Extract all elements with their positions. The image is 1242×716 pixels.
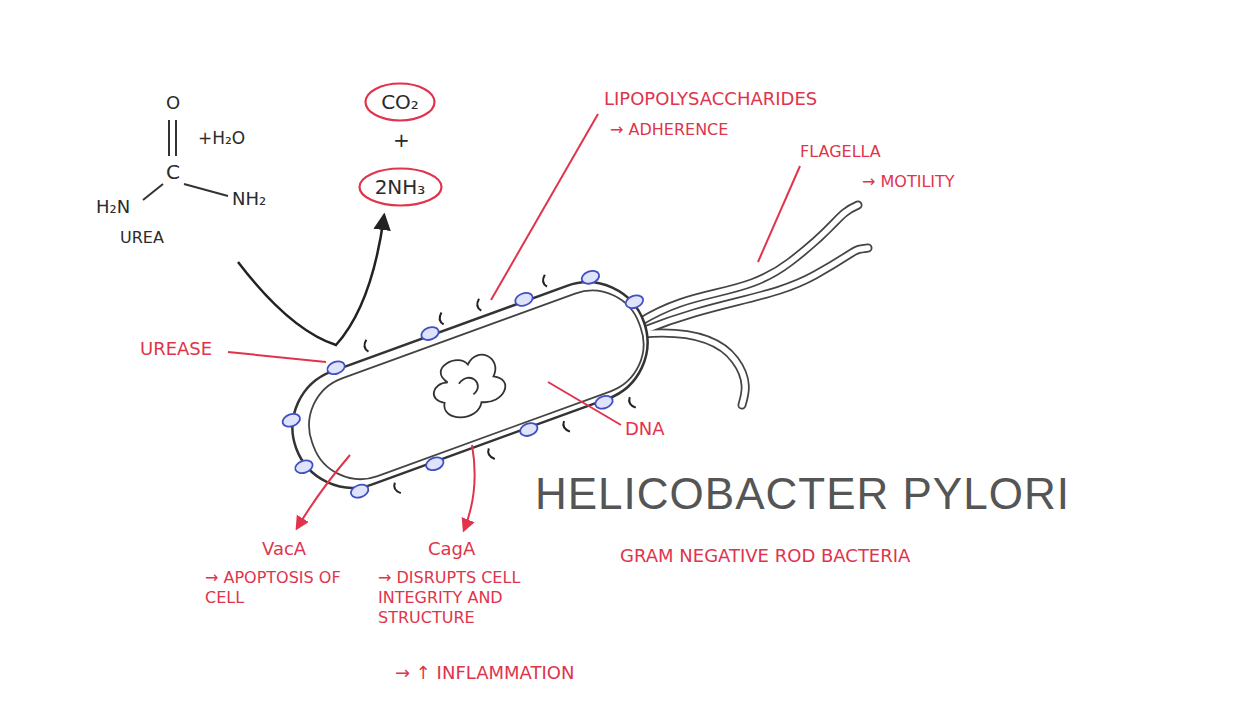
toxin-label: CagA bbox=[428, 538, 475, 561]
molecule-name: UREA bbox=[120, 228, 164, 248]
leader-line bbox=[758, 166, 800, 262]
subtitle-label: GRAM NEGATIVE ROD BACTERIA bbox=[620, 545, 910, 568]
flagella bbox=[640, 205, 868, 405]
part-label: DNA bbox=[625, 418, 665, 441]
pointer-arrow bbox=[464, 445, 475, 530]
cell-membrane bbox=[295, 276, 658, 493]
dna-coil bbox=[425, 347, 511, 425]
urease-enzyme bbox=[281, 412, 302, 429]
atom-symbol: C bbox=[166, 160, 180, 185]
lps-hook bbox=[562, 420, 570, 433]
double-bond bbox=[175, 120, 177, 156]
leader-line bbox=[491, 114, 598, 300]
lps-hooks bbox=[344, 261, 636, 494]
part-label: FLAGELLA bbox=[800, 142, 881, 162]
lps-hook bbox=[487, 448, 495, 461]
pointer-arrow bbox=[297, 455, 350, 528]
plus-sign: + bbox=[393, 128, 410, 153]
group-symbol: NH₂ bbox=[232, 188, 266, 211]
lps-hook bbox=[393, 482, 401, 495]
urease-enzyme bbox=[624, 293, 645, 310]
part-label: LIPOPOLYSACCHARIDES bbox=[604, 88, 817, 111]
lps-hook bbox=[541, 275, 549, 288]
product-formula: 2NH₃ bbox=[375, 175, 426, 199]
urease-enzyme bbox=[293, 458, 314, 475]
lps-hook bbox=[438, 312, 446, 325]
single-bond bbox=[143, 184, 163, 200]
single-bond bbox=[184, 184, 228, 196]
leader-lines bbox=[228, 114, 800, 530]
reagent-label: +H₂O bbox=[198, 128, 245, 149]
urease-enzyme bbox=[593, 394, 614, 411]
toxin-label: VacA bbox=[262, 538, 306, 561]
urease-enzyme bbox=[580, 269, 601, 286]
product-ellipse: 2NH₃ bbox=[358, 167, 443, 207]
urease-enzyme bbox=[349, 482, 370, 499]
cell-wall bbox=[276, 265, 665, 504]
urease-enzyme bbox=[326, 359, 347, 376]
part-label: UREASE bbox=[140, 338, 212, 361]
function-note: → ↑ INFLAMMATION bbox=[395, 662, 574, 685]
urease-enzyme bbox=[424, 455, 445, 472]
group-symbol: H₂N bbox=[96, 196, 130, 219]
urease-enzyme bbox=[513, 291, 534, 308]
leader-line bbox=[228, 352, 326, 362]
urease-enzyme bbox=[419, 325, 440, 342]
function-note: → ADHERENCE bbox=[610, 120, 728, 140]
ellipse-outline bbox=[359, 169, 441, 206]
product-formula: CO₂ bbox=[381, 90, 419, 114]
ellipse-outline bbox=[366, 84, 435, 121]
function-note: → DISRUPTS CELL INTEGRITY AND STRUCTURE bbox=[378, 568, 578, 628]
function-note: → MOTILITY bbox=[862, 172, 955, 192]
atom-symbol: O bbox=[166, 92, 180, 115]
function-note: → APOPTOSIS OF CELL bbox=[205, 568, 355, 608]
double-bond bbox=[168, 120, 170, 156]
lps-hook bbox=[362, 340, 370, 353]
product-ellipse: CO₂ bbox=[364, 82, 436, 122]
reaction-arrow bbox=[238, 216, 384, 345]
urease-enzyme bbox=[518, 421, 539, 438]
leader-line bbox=[548, 382, 621, 425]
diagram-title: HELICOBACTER PYLORI bbox=[535, 466, 1070, 521]
lps-hook bbox=[475, 299, 483, 312]
lps-hook bbox=[628, 396, 636, 409]
